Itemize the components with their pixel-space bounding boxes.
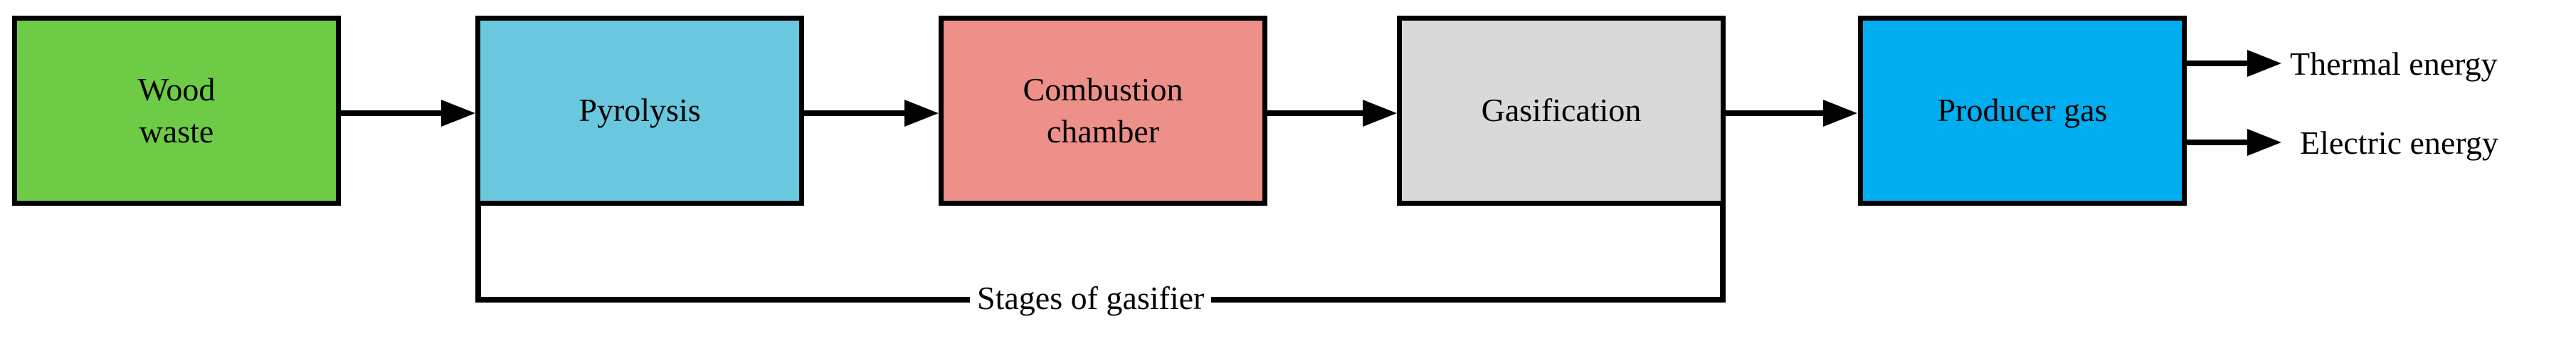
- feedback-loop-right-segment: [1720, 206, 1726, 303]
- feedback-loop-label: Stages of gasifier: [970, 282, 1212, 315]
- connector-pyrolysis-to-combustion-arrowhead: [904, 100, 939, 127]
- connector-wood-to-pyrolysis-line: [341, 110, 442, 116]
- node-label-combustion-chamber: Combustion chamber: [1023, 70, 1183, 149]
- node-label-gasification: Gasification: [1481, 92, 1642, 129]
- node-label-pyrolysis: Pyrolysis: [579, 92, 701, 129]
- node-pyrolysis[interactable]: Pyrolysis: [475, 16, 804, 206]
- connector-gasification-to-producer-gas-line: [1726, 110, 1824, 116]
- connector-producer-gas-to-thermal-energy-line: [2187, 61, 2248, 66]
- connector-producer-gas-to-thermal-energy-arrowhead: [2247, 50, 2281, 77]
- output-label-electric-energy: Electric energy: [2300, 125, 2498, 161]
- connector-producer-gas-to-electric-energy-arrowhead: [2247, 129, 2281, 156]
- connector-gasification-to-producer-gas-arrowhead: [1823, 100, 1857, 127]
- connector-combustion-to-gasification-line: [1267, 110, 1363, 116]
- node-label-producer-gas: Producer gas: [1937, 92, 2108, 129]
- node-producer-gas[interactable]: Producer gas: [1858, 16, 2187, 206]
- connector-pyrolysis-to-combustion-line: [804, 110, 905, 116]
- output-label-thermal-energy: Thermal energy: [2290, 46, 2498, 82]
- connector-combustion-to-gasification-arrowhead: [1363, 100, 1397, 127]
- node-wood-waste[interactable]: Wood waste: [12, 16, 341, 206]
- feedback-loop-left-segment: [475, 206, 481, 303]
- connector-wood-to-pyrolysis-arrowhead: [441, 100, 475, 127]
- node-label-wood-waste: Wood waste: [137, 70, 216, 149]
- node-combustion-chamber[interactable]: Combustion chamber: [939, 16, 1267, 206]
- connector-producer-gas-to-electric-energy-line: [2187, 140, 2248, 145]
- node-gasification[interactable]: Gasification: [1397, 16, 1726, 206]
